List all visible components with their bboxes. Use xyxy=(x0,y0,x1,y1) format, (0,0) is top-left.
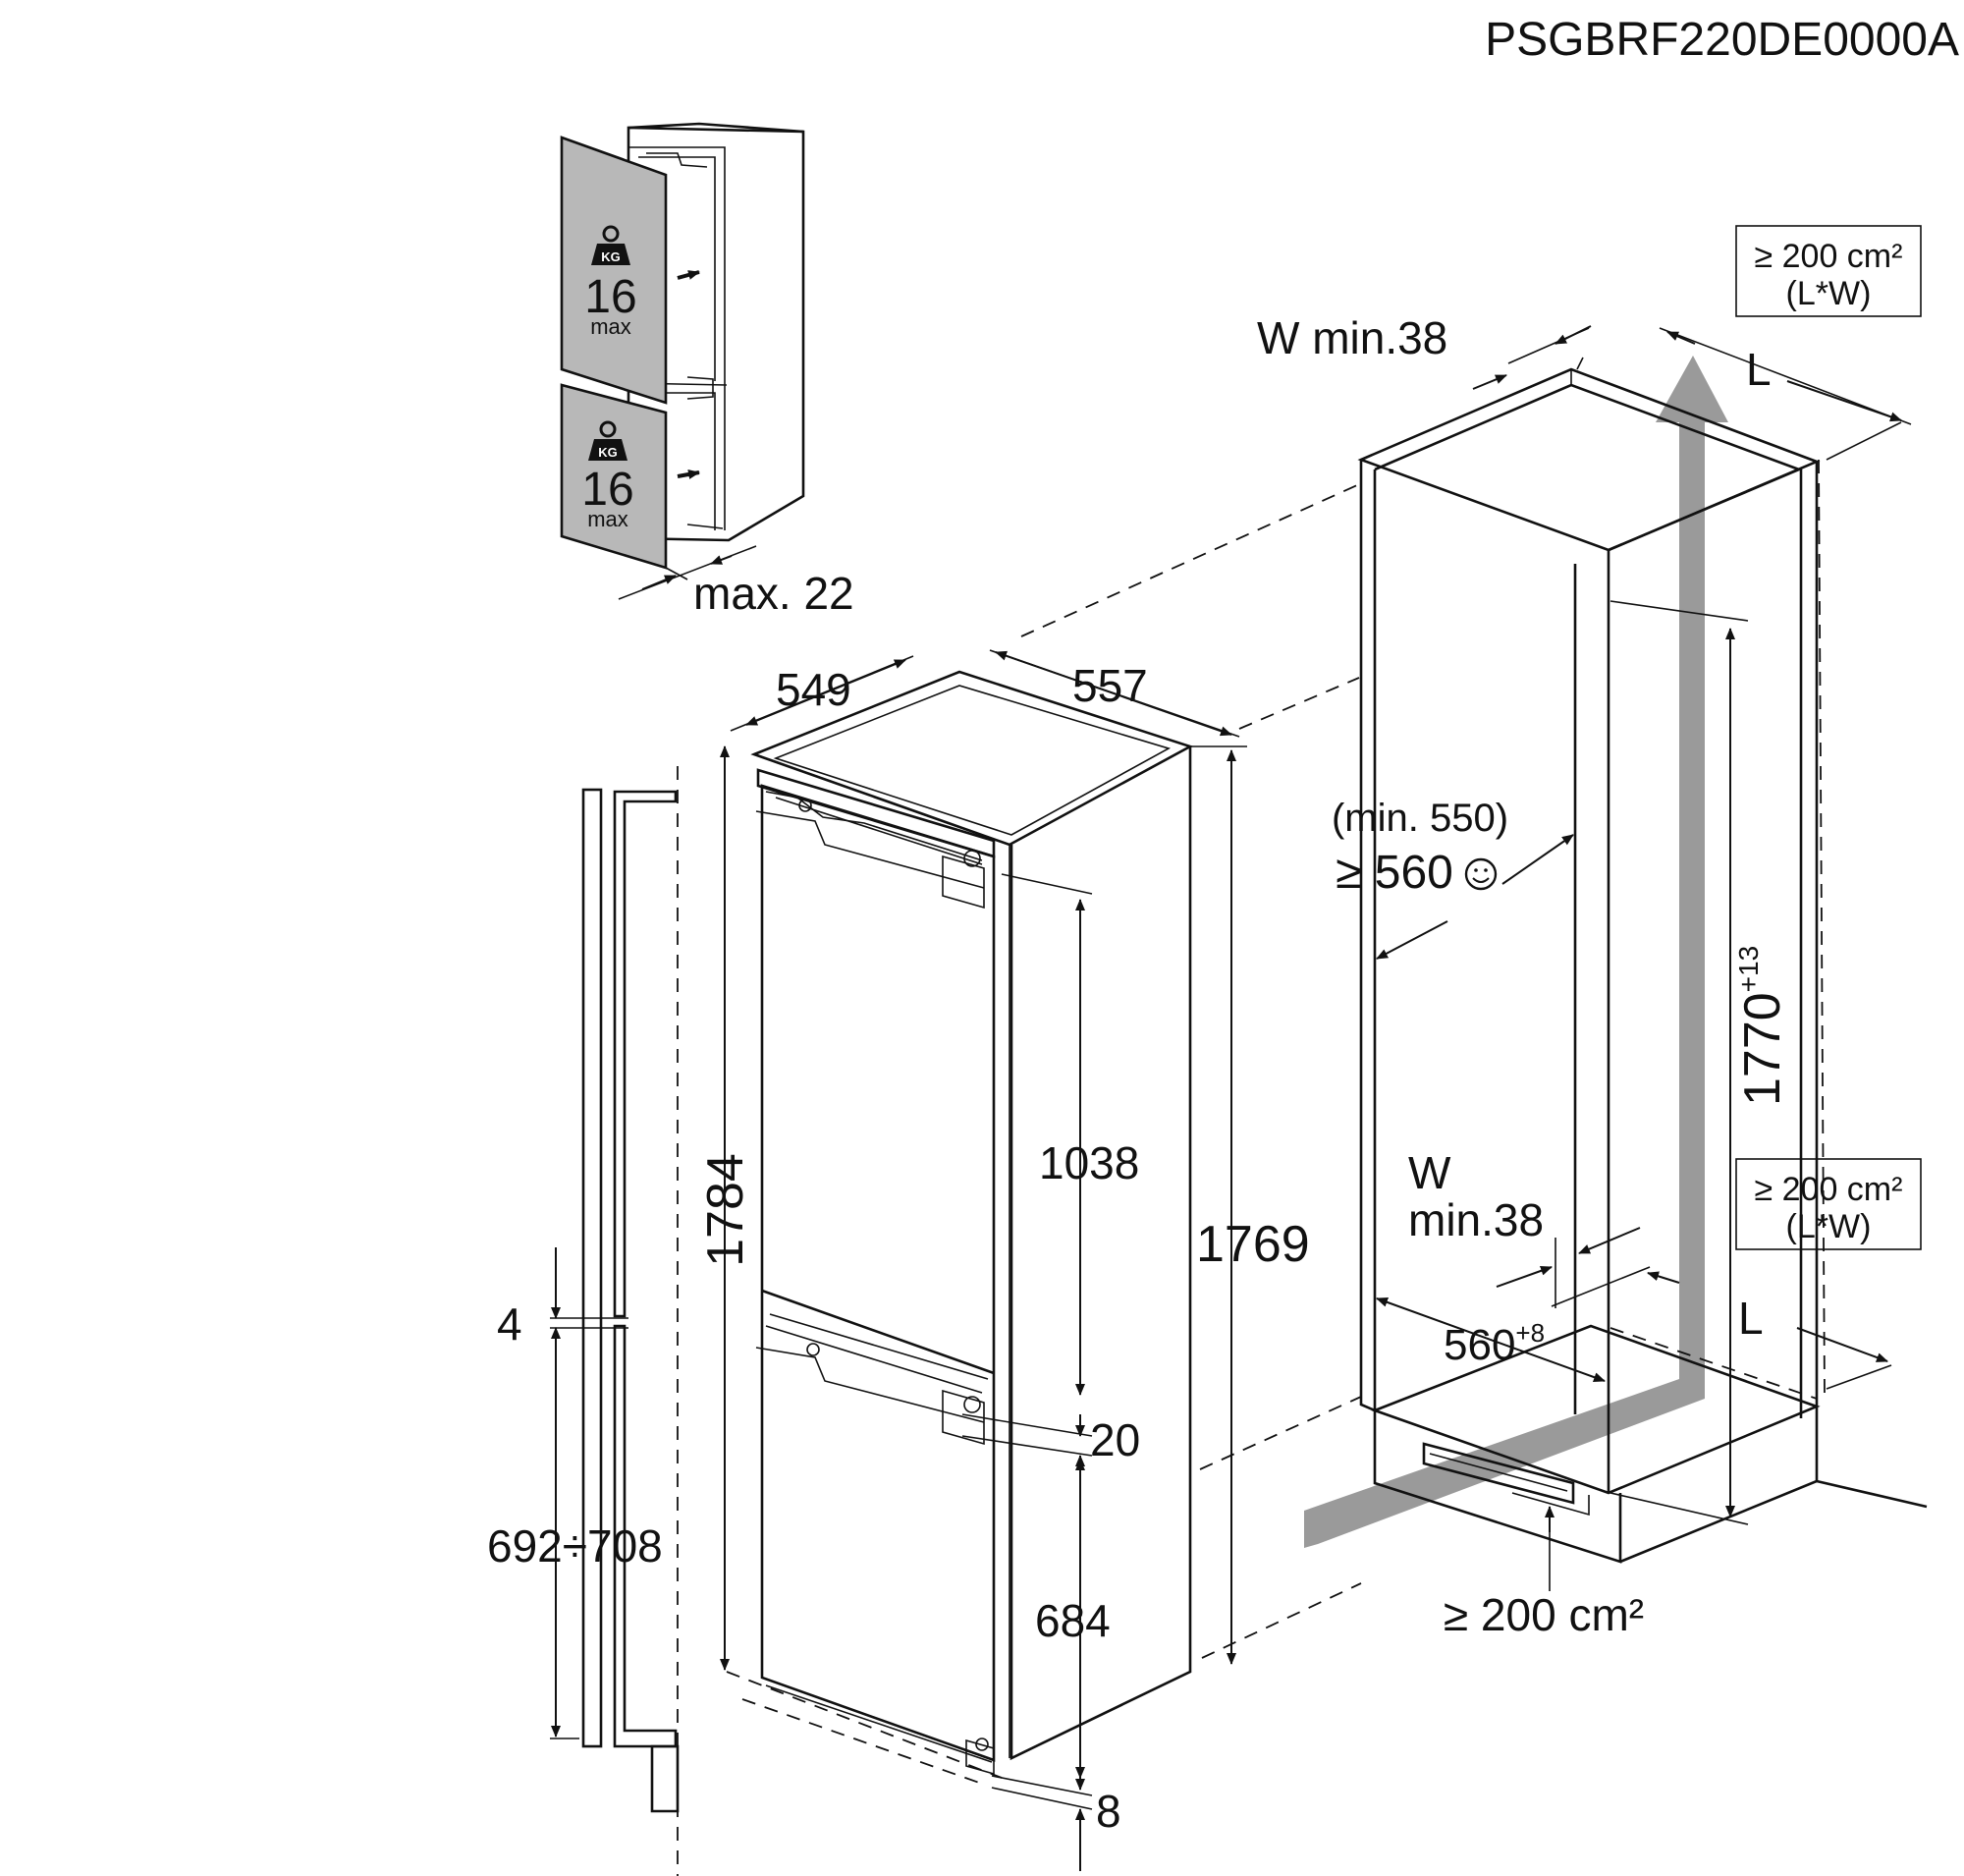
side-height-label: 1769 xyxy=(1196,1216,1310,1273)
upper-weight-unit: max xyxy=(590,314,631,339)
weight-badge-label: KG xyxy=(598,445,618,460)
middle-vent-area: ≥ 200 cm² xyxy=(1755,1171,1903,1208)
door-offset-label: max. 22 xyxy=(693,568,854,619)
projection-lines xyxy=(1020,484,1362,1659)
appliance-drawing xyxy=(750,670,1194,1776)
panel-gap-label: 4 xyxy=(497,1298,522,1350)
niche-drawing xyxy=(1304,356,1928,1564)
min-depth-note: (min. 550) xyxy=(1332,797,1508,840)
top-vent-formula: (L*W) xyxy=(1786,275,1872,312)
weight-icon: KG xyxy=(591,225,630,265)
weight-badge-label: KG xyxy=(601,249,621,264)
top-w-label: W min.38 xyxy=(1257,312,1447,363)
product-code: PSGBRF220DE0000A xyxy=(1485,14,1959,66)
gap-label: 20 xyxy=(1090,1414,1140,1465)
appliance-dimensions: 549 557 1784 1769 1038 20 684 8 xyxy=(697,649,1310,1871)
lower-weight-unit: max xyxy=(587,507,628,531)
niche-height-label: 1770+13 xyxy=(1733,946,1791,1106)
lower-door-height-label: 684 xyxy=(1035,1595,1111,1646)
lower-w-letter: W xyxy=(1408,1147,1451,1198)
upper-door-height-label: 1038 xyxy=(1039,1137,1139,1188)
lower-w-label: min.38 xyxy=(1408,1194,1544,1245)
niche-width-tolerance: +8 xyxy=(1515,1318,1545,1348)
lower-weight-value: 16 xyxy=(581,464,633,516)
depth-label: 549 xyxy=(776,664,851,715)
niche-width-label: 560+8 xyxy=(1444,1318,1545,1369)
top-l-label: L xyxy=(1746,344,1772,395)
total-height-label: 1784 xyxy=(697,1153,754,1267)
lower-l-label: L xyxy=(1738,1293,1764,1344)
width-label: 557 xyxy=(1072,660,1148,711)
door-panel-profile: 4 692÷708 xyxy=(487,766,680,1876)
niche-dimensions: W min.38 L ≥ 200 cm² (L*W) (min. 550) ≥ … xyxy=(1257,225,1922,1640)
niche-height-tolerance: +13 xyxy=(1733,946,1764,993)
upper-weight-value: 16 xyxy=(584,271,636,323)
middle-vent-formula: (L*W) xyxy=(1786,1208,1872,1245)
airflow-arrow xyxy=(1304,356,1728,1548)
upper-door-panel xyxy=(560,136,668,405)
min-depth-value: ≥ 560 xyxy=(1336,847,1453,899)
door-weight-illustration: KG 16 max KG 16 max max. 22 xyxy=(560,122,854,619)
top-vent-area: ≥ 200 cm² xyxy=(1755,238,1903,275)
weight-icon: KG xyxy=(588,420,627,461)
bottom-vent-area: ≥ 200 cm² xyxy=(1444,1589,1644,1640)
panel-range-label: 692÷708 xyxy=(487,1520,663,1572)
smiley-icon xyxy=(1464,857,1498,891)
bottom-offset-label: 8 xyxy=(1096,1786,1121,1837)
